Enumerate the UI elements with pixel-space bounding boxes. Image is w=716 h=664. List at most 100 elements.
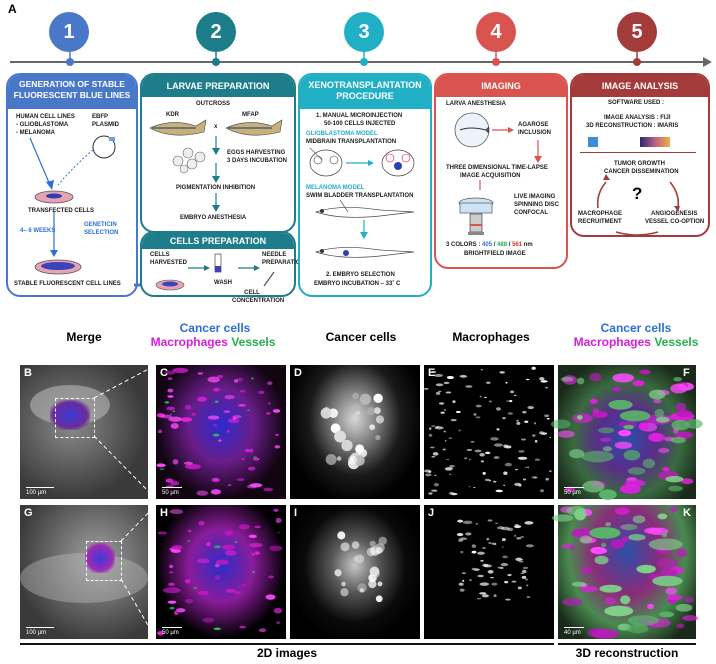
analysis-label: IMAGE ANALYSIS : FIJI: [604, 115, 671, 121]
x-label: x: [214, 124, 218, 130]
color-561: 561: [512, 242, 523, 248]
box-1-line-3: - MELANOMA: [16, 130, 55, 136]
color-405: 405: [482, 242, 493, 248]
box-2-drawings: [149, 119, 283, 291]
box-1-line-1: HUMAN CELL LINES: [16, 114, 75, 120]
box-4: IMAGING: [434, 73, 568, 269]
scalebar-k: 40 µm: [564, 630, 581, 636]
panel-letter-j: J: [428, 507, 435, 519]
needle-icon: [263, 271, 275, 287]
col-f-macro: Macrophages: [573, 335, 651, 349]
box-2-title: LARVAE PREPARATION: [166, 81, 270, 91]
panel-letter-b: B: [24, 367, 32, 379]
panel-i: [290, 505, 420, 639]
scalebar-h-line: [162, 627, 182, 629]
midbrain-label: MIDBRAIN TRANSPLANTATION: [306, 139, 397, 145]
col-merge: Merge: [66, 330, 102, 344]
pigment-label: PIGMENTATION INHIBITION: [176, 185, 256, 191]
live-3: CONFOCAL: [514, 210, 548, 216]
col-c-line2: Macrophages Vessels: [138, 335, 288, 349]
col-f-line1: Cancer cells: [566, 321, 706, 335]
label-3d: 3D reconstruction: [575, 646, 679, 660]
cycle-arrows: [596, 174, 680, 236]
dish-larva-icon: [454, 112, 490, 148]
mfap-label: MFAP: [242, 112, 259, 118]
col-c-cancer: Cancer cells: [179, 321, 251, 335]
scalebar-f-line: [564, 487, 584, 489]
box-4-title: IMAGING: [481, 81, 521, 91]
sep-2: /: [507, 242, 513, 248]
harvested-label: CELLS HARVESTED: [150, 252, 187, 266]
question-mark: ?: [632, 184, 643, 203]
colors-prefix: 3 COLORS :: [446, 242, 483, 248]
scalebar-b: 100 µm: [26, 490, 47, 496]
step3-selection: 2. EMBRYO SELECTION: [326, 272, 395, 278]
color-488: 488: [497, 242, 508, 248]
larva-anesthesia-label: LARVA ANESTHESIA: [446, 101, 507, 107]
panel-b-zoom-box: [55, 398, 95, 438]
step-1-circle: 1: [49, 12, 89, 52]
col-macrophages: Macrophages: [452, 330, 530, 344]
col-c-macro: Macrophages: [150, 335, 228, 349]
fiji-logo: [588, 137, 598, 147]
anesthesia-label: EMBRYO ANESTHESIA: [180, 215, 247, 221]
figure-label-a: A: [8, 2, 17, 16]
box-3-drawings: [309, 147, 415, 258]
col-c-line1: Cancer cells: [150, 321, 280, 335]
eggs-label: EGGS HARVESTING: [227, 150, 286, 156]
panel-letter-g: G: [24, 507, 33, 519]
timelapse-2: IMAGE ACQUISITION: [460, 173, 521, 179]
scalebar-c: 50 µm: [162, 490, 179, 496]
panel-letter-k: K: [683, 507, 691, 519]
sep-1: /: [492, 242, 498, 248]
timelapse-1: THREE DIMENSIONAL TIME-LAPSE: [446, 165, 548, 171]
box-3-title: XENOTRANSPLANTATION PROCEDURE: [308, 80, 422, 101]
step3-line2: 50-100 CELLS INJECTED: [324, 121, 396, 127]
box-4-drawings: [454, 112, 542, 235]
weeks-label: 4– 6 WEEKS: [20, 228, 56, 234]
panel-letter-d: D: [294, 367, 302, 379]
scalebar-h: 50 µm: [162, 630, 179, 636]
larva-mel: [314, 207, 415, 218]
angio-1: ANGIOGENESIS: [651, 211, 698, 217]
bright-label: BRIGHTFIELD IMAGE: [464, 251, 526, 257]
recon-label: 3D RECONSTRUCTION : IMARIS: [586, 123, 679, 129]
step3-line1: 1. MANUAL MICROINJECTION: [316, 113, 403, 119]
imaris-logo: [640, 137, 670, 147]
scalebar-g-line: [26, 627, 54, 629]
box-1-drawings: [29, 135, 150, 287]
box-3: XENOTRANSPLANTATION PROCEDURE: [298, 73, 432, 297]
step-2-circle: 2: [196, 12, 236, 52]
panel-letter-e: E: [428, 367, 436, 379]
agarose-1: AGAROSE: [518, 122, 549, 128]
panel-letter-f: F: [683, 367, 690, 379]
step-3-number: 3: [358, 21, 370, 43]
timeline: [10, 50, 712, 67]
step-5-number: 5: [631, 21, 643, 43]
box-5: IMAGE ANALYSIS: [570, 73, 710, 237]
panel-letter-h: H: [160, 507, 168, 519]
macro-2: RECRUITMENT: [578, 219, 622, 225]
transfected-label: TRANSFECTED CELLS: [28, 208, 94, 214]
wash-label: WASH: [214, 280, 232, 286]
dissem-label: CANCER DISSEMINATION: [604, 169, 679, 175]
nm-unit: nm: [522, 242, 533, 248]
step-5-circle: 5: [617, 12, 657, 52]
col-c-vessels: Vessels: [231, 335, 276, 349]
panel-g: [20, 505, 148, 639]
step-1-number: 1: [63, 21, 75, 43]
panel-g-zoom-box: [86, 541, 122, 581]
panel-letter-i: I: [294, 507, 298, 519]
live-2: SPINNING DISC: [514, 202, 560, 208]
colors-line: 3 COLORS : 405 / 488 / 561 nm: [446, 242, 533, 250]
step-3-circle: 3: [344, 12, 384, 52]
scalebar-k-line: [564, 627, 584, 629]
col-f-vessels: Vessels: [654, 335, 699, 349]
panel-b: [20, 365, 148, 499]
macro-1: MACROPHAGE: [578, 211, 623, 217]
box-5-title: IMAGE ANALYSIS: [601, 81, 679, 91]
scalebar-g: 100 µm: [26, 630, 47, 636]
incubation-label: 3 DAYS INCUBATION: [227, 158, 288, 164]
plasmid-icon: [92, 135, 116, 159]
mel-model-label: MELANOMA MODEL: [306, 185, 365, 191]
